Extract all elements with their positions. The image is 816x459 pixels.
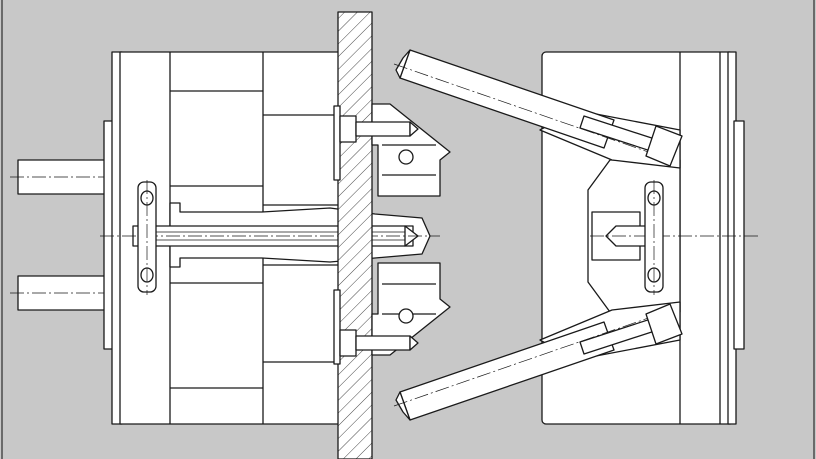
left-ejector-pins [10,159,111,311]
right-cap-screws [579,115,683,355]
left-cap-screws [339,115,419,357]
central-platen [333,11,373,459]
left-return-springs [137,180,157,295]
right-return-springs [644,180,664,295]
right-clamp-plate [727,51,745,425]
lower-angle-pin [393,313,661,421]
left-clamp-plate [103,51,123,425]
upper-angle-pin [393,49,661,157]
